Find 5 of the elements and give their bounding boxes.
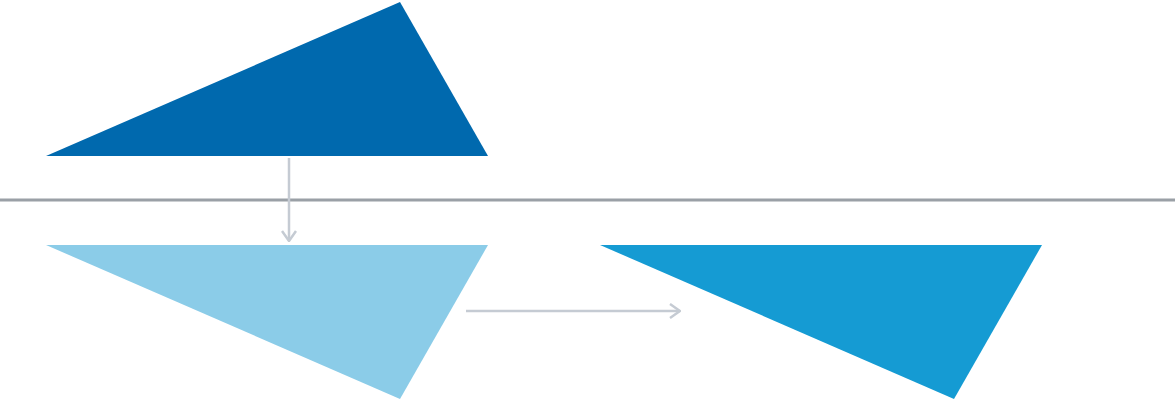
triangle-shape	[46, 2, 488, 156]
triangle-shape	[600, 245, 1042, 399]
triangle-shape	[46, 245, 488, 399]
arrow	[466, 302, 682, 320]
arrow	[280, 158, 298, 243]
